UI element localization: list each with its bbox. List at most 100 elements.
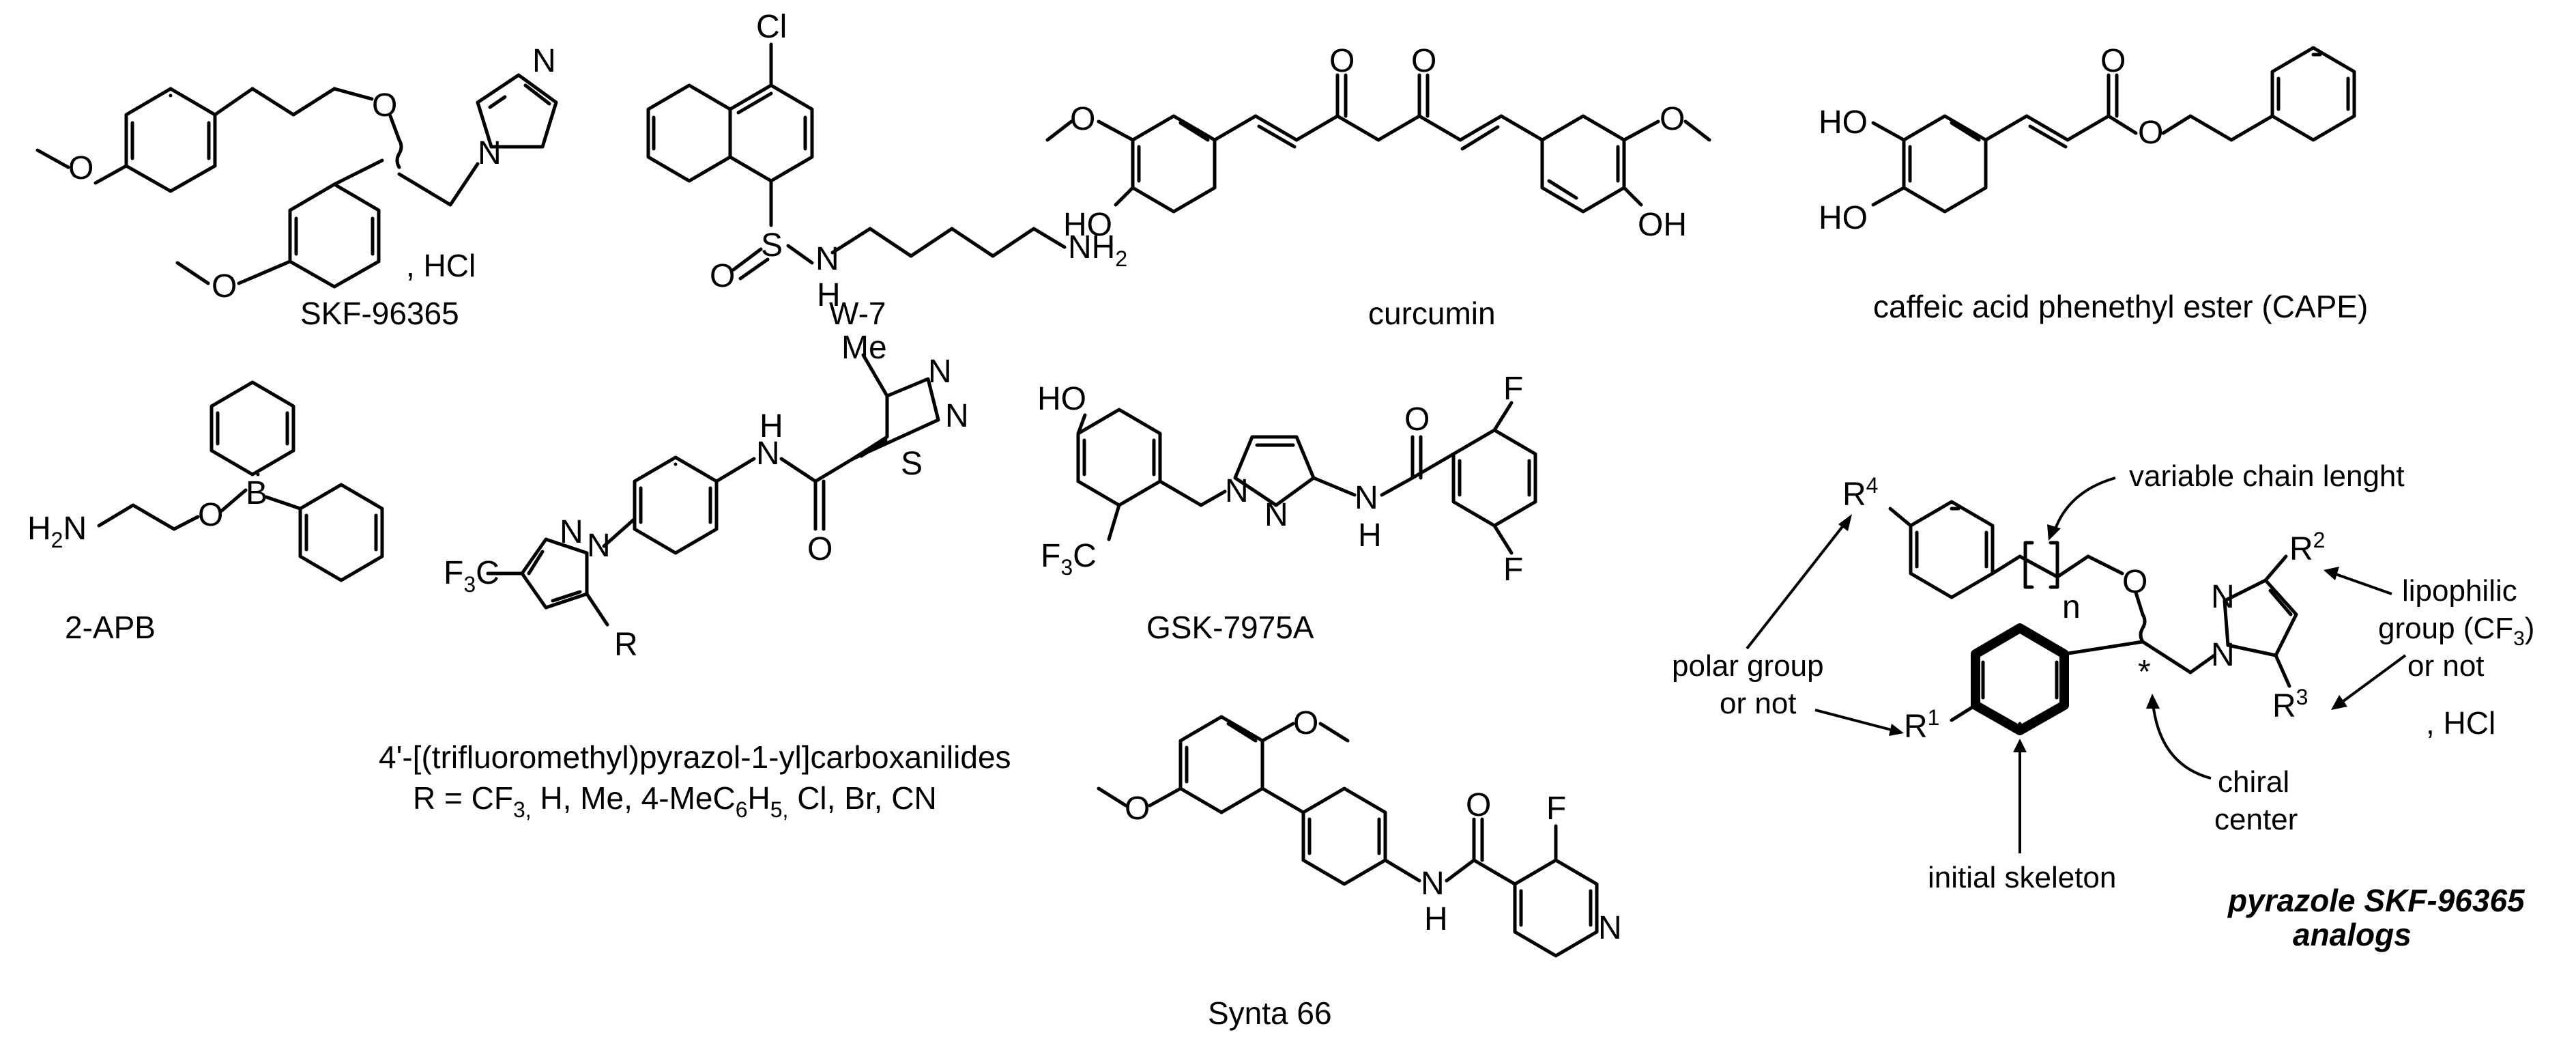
gsk-o-label: O xyxy=(1404,401,1430,438)
skf-salt-label: , HCl xyxy=(406,248,476,283)
synta-o2-label: O xyxy=(1125,791,1150,827)
gsk-7975a-structure: HO F3C N N N H O F F GSK-7975A xyxy=(1037,371,1537,645)
annotation-initial-skeleton: initial skeleton xyxy=(1928,861,2116,894)
analog-r1-label: R1 xyxy=(1904,705,1939,745)
arrowhead-chiral xyxy=(2146,694,2160,709)
cape-o1-label: O xyxy=(2100,43,2126,79)
skf-o-ether-label: O xyxy=(372,87,397,124)
arrow-lipophilic-r3 xyxy=(2339,654,2407,705)
skf-n2-label: N xyxy=(532,43,556,79)
synta-o3-label: O xyxy=(1466,787,1491,823)
carbox-o-label: O xyxy=(807,531,833,567)
2-apb-structure: H2N O B 2-APB xyxy=(27,380,384,645)
synta-name: Synta 66 xyxy=(1208,995,1332,1031)
carbox-n2-label: N xyxy=(945,398,969,434)
gsk-name: GSK-7975A xyxy=(1146,610,1314,645)
apb-name: 2-APB xyxy=(65,610,156,645)
carbox-substituents: R = CF3, H, Me, 4-MeC6H5, Cl, Br, CN xyxy=(413,780,937,822)
apb-o-label: O xyxy=(198,497,223,533)
annotation-polar-1: polar group xyxy=(1672,649,1824,683)
w7-name: W-7 xyxy=(829,296,886,331)
analog-r3-label: R3 xyxy=(2272,685,2308,724)
arrowhead-polar-r4 xyxy=(1838,514,1852,531)
curcumin-ho-label: HO xyxy=(1063,207,1112,243)
arrowhead-lipophilic-r2 xyxy=(2324,567,2339,580)
gsk-h-label: H xyxy=(1358,517,1382,554)
synta-o1-label: O xyxy=(1293,705,1318,741)
curcumin-o4-label: O xyxy=(1660,101,1685,137)
curcumin-o1-label: O xyxy=(1070,101,1095,137)
curcumin-o3-label: O xyxy=(1411,43,1436,79)
analog-o-label: O xyxy=(2122,564,2147,600)
skf-o-methoxy2-label: O xyxy=(212,268,237,304)
arrow-lipophilic-r2 xyxy=(2333,572,2392,595)
skf-o-methoxy-label: O xyxy=(68,150,93,186)
cape-o2-label: O xyxy=(2138,115,2163,151)
carbox-nh-label: N xyxy=(756,436,780,472)
gsk-f3c-label: F3C xyxy=(1041,538,1097,580)
apb-h2n-label: H2N xyxy=(27,511,87,552)
carbox-h-label: H xyxy=(759,408,783,444)
gsk-f1-label: F xyxy=(1503,371,1523,407)
w7-h-label: H xyxy=(817,277,841,313)
curcumin-structure: O HO O O O OH curcumin xyxy=(1045,43,1711,331)
carbox-s-label: S xyxy=(901,446,923,482)
arrow-polar-r1 xyxy=(1814,709,1894,732)
cape-structure: HO HO O O caffeic acid phenethyl ester (… xyxy=(1819,43,2368,324)
synta-npy-label: N xyxy=(1598,910,1622,946)
arrowhead-chain xyxy=(2047,524,2061,541)
carbox-n-ring-label: N xyxy=(587,528,611,564)
analog-r4-label: R4 xyxy=(1842,473,1878,513)
arrowhead-lipophilic-r3 xyxy=(2331,695,2347,710)
w7-s-label: S xyxy=(761,227,783,264)
analog-n2-label: N xyxy=(2211,579,2235,615)
cape-name: caffeic acid phenethyl ester (CAPE) xyxy=(1873,289,2368,324)
gsk-f2-label: F xyxy=(1503,552,1523,588)
analogs-title-line1: pyrazole SKF-96365 xyxy=(2227,883,2526,918)
analog-r2-label: R2 xyxy=(2289,528,2325,567)
annotation-lipophilic-3: or not xyxy=(2407,649,2485,683)
synta-66-structure: O O O N H F N Synta 66 xyxy=(1097,705,1622,1031)
gsk-n2-label: N xyxy=(1264,497,1288,533)
analog-salt-label: , HCl xyxy=(2426,705,2495,741)
arrow-chiral xyxy=(2152,702,2212,780)
analog-n1-label: N xyxy=(2211,637,2235,673)
synta-nh-label: N xyxy=(1421,866,1445,902)
curcumin-o2-label: O xyxy=(1329,43,1355,79)
annotation-lipophilic-2: group (CF3) xyxy=(2378,612,2534,650)
carbox-f3c-label: F3C xyxy=(444,555,500,597)
carbox-n4-label: N xyxy=(560,514,583,550)
analog-n-subscript: n xyxy=(2062,589,2081,625)
arrowhead-skeleton xyxy=(2013,739,2027,752)
annotation-chain-length: variable chain lenght xyxy=(2129,459,2405,493)
curcumin-name: curcumin xyxy=(1368,296,1496,331)
w7-n-label: N xyxy=(815,241,839,277)
analogs-title-line2: analogs xyxy=(2293,917,2412,952)
arrowhead-polar-r1 xyxy=(1889,724,1904,736)
curcumin-oh-label: OH xyxy=(1638,207,1687,243)
skf-96365-structure: O O N N O , HCl SKF-96365 xyxy=(35,43,558,331)
w7-structure: Cl S O N H NH2 W-7 xyxy=(646,9,1127,331)
arrow-chain xyxy=(2053,477,2116,533)
cape-ho1-label: HO xyxy=(1819,104,1868,141)
w7-cl-label: Cl xyxy=(756,9,787,45)
carbox-r-label: R xyxy=(614,627,638,663)
apb-b-label: B xyxy=(246,475,267,511)
annotation-chiral-2: center xyxy=(2214,803,2298,836)
carbox-me-label: Me xyxy=(841,330,887,366)
annotation-lipophilic-1: lipophilic xyxy=(2402,574,2517,608)
analog-chiral-star: * xyxy=(2138,654,2151,690)
carbox-n1-label: N xyxy=(928,354,952,390)
annotation-chiral-1: chiral xyxy=(2218,765,2289,799)
carboxanilides-structure: Me N N S O N H N N F3C R 4'-[(trifluorom… xyxy=(379,330,1011,822)
w7-nh2-label: NH2 xyxy=(1068,229,1127,271)
arrow-polar-r4 xyxy=(1746,521,1847,650)
gsk-nh-label: N xyxy=(1355,480,1378,516)
synta-f-label: F xyxy=(1546,791,1566,827)
skf-96365-name: SKF-96365 xyxy=(300,296,459,331)
annotation-polar-2: or not xyxy=(1720,687,1797,720)
skf-n1-label: N xyxy=(478,135,502,171)
gsk-ho-label: HO xyxy=(1037,381,1086,417)
